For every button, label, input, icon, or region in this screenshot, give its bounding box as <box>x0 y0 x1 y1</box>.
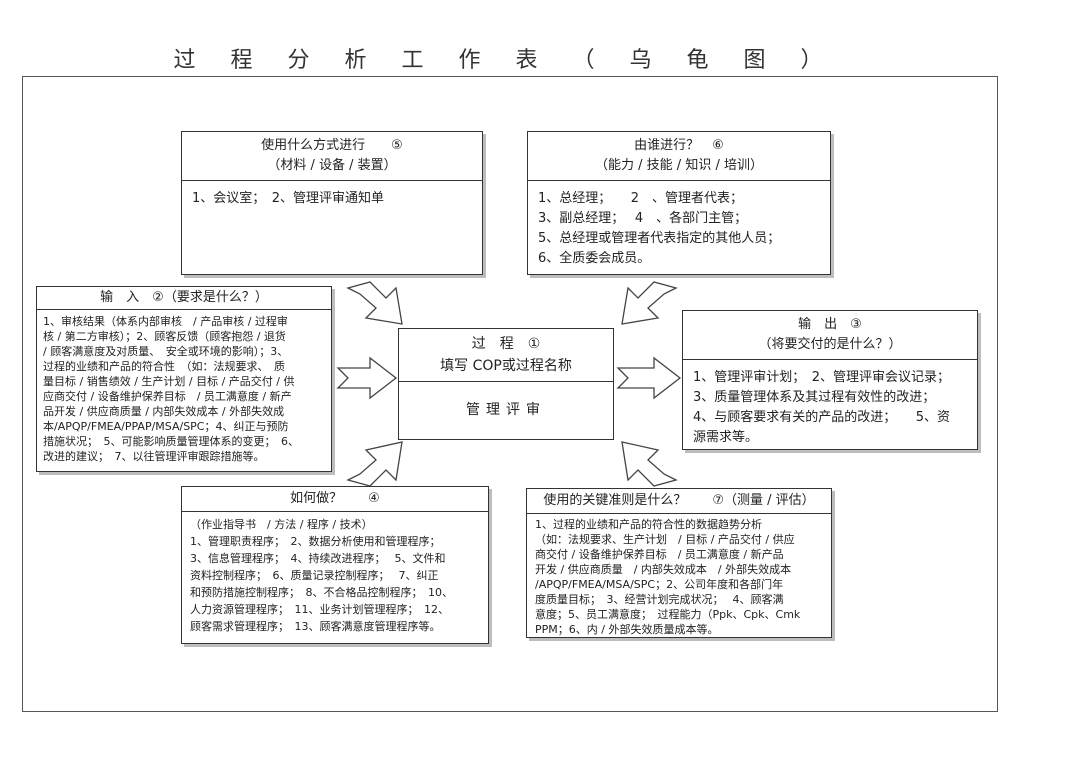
how-box: 如何做？ ④ （作业指导书 / 方法 / 程序 / 技术） 1、管理职责程序； … <box>181 486 489 644</box>
criteria-line: 商交付 / 设备维护保养目标 / 员工满意度 / 新产品 <box>535 548 784 561</box>
process-header: 过 程 ① 填写 COP或过程名称 <box>399 329 613 382</box>
diagram-frame <box>22 76 998 712</box>
process-name: 管理评审 <box>466 402 546 418</box>
output-line: 4、与顾客要求有关的产品的改进； 5、资 <box>693 410 951 425</box>
who-title: 由谁进行？ ⑥ <box>634 138 724 153</box>
criteria-box: 使用的关键准则是什么？ ⑦（测量 / 评估） 1、过程的业绩和产品的符合性的数据… <box>526 488 832 638</box>
method-box: 使用什么方式进行 ⑤ （材料 / 设备 / 装置） 1、会议室； 2、管理评审通… <box>181 131 483 275</box>
how-title: 如何做？ ④ <box>290 491 380 506</box>
process-title: 过 程 ① <box>471 336 541 352</box>
how-line: 1、管理职责程序； 2、数据分析使用和管理程序； <box>190 535 441 548</box>
arrow-output-icon <box>616 356 682 400</box>
who-box: 由谁进行？ ⑥ （能力 / 技能 / 知识 / 培训） 1、总经理； 2 、管理… <box>527 131 831 275</box>
how-content: （作业指导书 / 方法 / 程序 / 技术） 1、管理职责程序； 2、数据分析使… <box>182 512 488 639</box>
input-line: 1、审核结果（体系内部审核 / 产品审核 / 过程审 <box>43 315 288 328</box>
process-box: 过 程 ① 填写 COP或过程名称 管理评审 <box>398 328 614 440</box>
input-title: 输 入 ②（要求是什么？） <box>100 290 268 305</box>
how-line: 和预防措施控制程序； 8、不合格品控制程序； 10、 <box>190 586 453 599</box>
criteria-line: 开发 / 供应商质量 / 内部失效成本 / 外部失效成本 <box>535 563 792 576</box>
how-line: 3、信息管理程序； 4、持续改进程序； 5、文件和 <box>190 552 446 565</box>
criteria-line: /APQP/FMEA/MSA/SPC；2、公司年度和各部门年 <box>535 578 784 591</box>
output-line: 源需求等。 <box>693 430 759 445</box>
arrow-who-icon <box>621 281 678 325</box>
how-line: （作业指导书 / 方法 / 程序 / 技术） <box>190 518 373 531</box>
method-line: 1、会议室； 2、管理评审通知单 <box>192 191 385 206</box>
who-line: 5、总经理或管理者代表指定的其他人员； <box>538 231 781 246</box>
criteria-title: 使用的关键准则是什么？ ⑦（测量 / 评估） <box>543 493 815 508</box>
output-subtitle: （将要交付的是什么？） <box>758 337 902 352</box>
input-line: 量目标 / 销售绩效 / 生产计划 / 目标 / 产品交付 / 供 <box>43 375 295 388</box>
arrow-how-icon <box>346 441 403 487</box>
output-title: 输 出 ③ <box>798 317 862 332</box>
page-title: 过 程 分 析 工 作 表 （ 乌 龟 图 ） <box>173 48 837 73</box>
who-subtitle: （能力 / 技能 / 知识 / 培训） <box>595 158 763 173</box>
input-line: 应商交付 / 设备维护保养目标 / 员工满意度 / 新产 <box>43 390 292 403</box>
criteria-line: PPM；6、内 / 外部失效质量成本等。 <box>535 623 719 636</box>
criteria-content: 1、过程的业绩和产品的符合性的数据趋势分析 （如：法规要求、生产计划 / 目标 … <box>527 514 831 640</box>
method-header: 使用什么方式进行 ⑤ （材料 / 设备 / 装置） <box>182 132 482 181</box>
arrow-method-icon <box>346 281 403 325</box>
who-line: 3、副总经理； 4 、各部门主管； <box>538 211 748 226</box>
criteria-line: 度质量目标； 3、经营计划完成状况； 4、顾客满 <box>535 593 784 606</box>
who-line: 6、全质委会成员。 <box>538 251 651 266</box>
input-line: 改进的建议； 7、以往管理评审跟踪措施等。 <box>43 450 265 463</box>
input-line: 核 / 第二方审核）；2、顾客反馈（顾客抱怨 / 退货 <box>43 330 286 343</box>
input-line: 本/APQP/FMEA/PPAP/MSA/SPC；4、纠正与预防 <box>43 420 289 433</box>
criteria-header: 使用的关键准则是什么？ ⑦（测量 / 评估） <box>527 489 831 514</box>
criteria-line: （如：法规要求、生产计划 / 目标 / 产品交付 / 供应 <box>535 533 795 546</box>
how-header: 如何做？ ④ <box>182 487 488 512</box>
output-content: 1、管理评审计划； 2、管理评审会议记录； 3、质量管理体系及其过程有效性的改进… <box>683 360 977 456</box>
output-header: 输 出 ③ （将要交付的是什么？） <box>683 311 977 360</box>
input-line: / 顾客满意度及对质量、 安全或环境的影响）；3、 <box>43 345 289 358</box>
how-line: 人力资源管理程序； 11、业务计划管理程序； 12、 <box>190 603 449 616</box>
output-box: 输 出 ③ （将要交付的是什么？） 1、管理评审计划； 2、管理评审会议记录； … <box>682 310 978 450</box>
method-content: 1、会议室； 2、管理评审通知单 <box>182 181 482 217</box>
method-title: 使用什么方式进行 ⑤ <box>261 138 403 153</box>
arrow-criteria-icon <box>621 441 678 487</box>
who-line: 1、总经理； 2 、管理者代表； <box>538 191 744 206</box>
how-line: 顾客需求管理程序； 13、顾客满意度管理程序等。 <box>190 620 441 633</box>
output-line: 3、质量管理体系及其过程有效性的改进； <box>693 390 936 405</box>
criteria-line: 意度；5、员工满意度； 过程能力（Ppk、Cpk、Cmk <box>535 608 801 621</box>
input-content: 1、审核结果（体系内部审核 / 产品审核 / 过程审 核 / 第二方审核）；2、… <box>37 310 331 468</box>
who-header: 由谁进行？ ⑥ （能力 / 技能 / 知识 / 培训） <box>528 132 830 181</box>
input-line: 品开发 / 供应商质量 / 内部失效成本 / 外部失效成 <box>43 405 285 418</box>
input-header: 输 入 ②（要求是什么？） <box>37 287 331 310</box>
input-line: 措施状况； 5、可能影响质量管理体系的变更； 6、 <box>43 435 299 448</box>
who-content: 1、总经理； 2 、管理者代表； 3、副总经理； 4 、各部门主管； 5、总经理… <box>528 181 830 277</box>
input-line: 过程的业绩和产品的符合性 （如：法规要求、 质 <box>43 360 285 373</box>
output-line: 1、管理评审计划； 2、管理评审会议记录； <box>693 370 951 385</box>
how-line: 资料控制程序； 6、质量记录控制程序； 7、纠正 <box>190 569 439 582</box>
process-subtitle: 填写 COP或过程名称 <box>440 358 572 374</box>
criteria-line: 1、过程的业绩和产品的符合性的数据趋势分析 <box>535 518 762 531</box>
arrow-input-icon <box>336 356 398 400</box>
method-subtitle: （材料 / 设备 / 装置） <box>267 158 397 173</box>
input-box: 输 入 ②（要求是什么？） 1、审核结果（体系内部审核 / 产品审核 / 过程审… <box>36 286 332 472</box>
